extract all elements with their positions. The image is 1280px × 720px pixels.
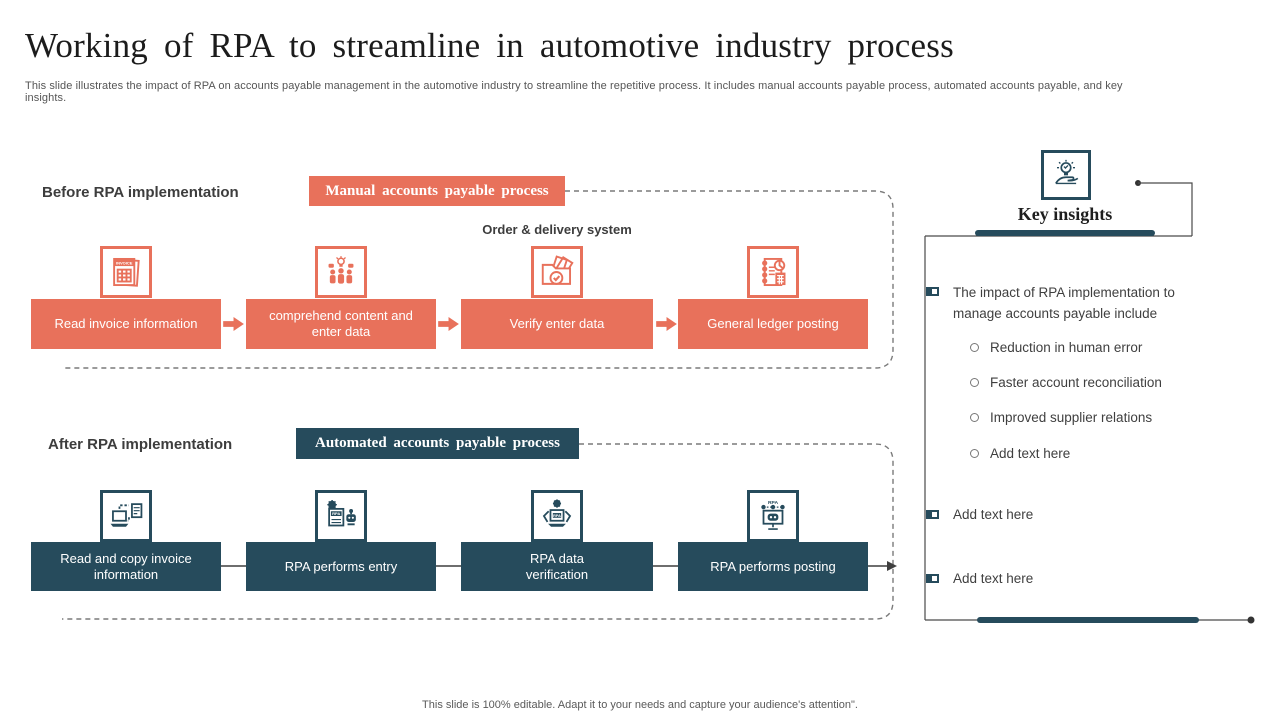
order-delivery-annotation: Order & delivery system [482,222,632,237]
invoice-document-icon: INVOICE [100,246,152,298]
bullet-circle-icon [970,413,979,422]
after-step-4: RPA performs posting [678,542,868,591]
before-step-3-label: Verify enter data [509,316,605,331]
insight-sub-item-2: Faster account reconciliation [990,375,1162,390]
rpa-data-verification-icon: RPA [531,490,583,542]
insight-item-2-placeholder[interactable]: Add text here [953,507,1034,522]
bullet-circle-icon [970,449,979,458]
after-step-2-label: RPA performs entry [284,558,398,574]
insight-item-1: The impact of RPA implementation to mana… [953,285,1175,321]
manual-process-banner: Manual accounts payable process [309,176,565,206]
before-step-4: General ledger posting [678,299,868,349]
key-insights-underline [975,230,1155,236]
arrow-right-icon [223,316,245,337]
svg-text:RPA: RPA [553,514,561,518]
insight-sub-item-3: Improved supplier relations [990,410,1153,425]
bullet-square-icon [926,510,939,519]
idea-hand-bulb-icon [1041,150,1091,200]
automated-process-banner: Automated accounts payable process [296,428,579,459]
before-step-1-label: Read invoice information [54,316,198,331]
rpa-entry-icon: RPA [315,490,367,542]
key-insights-title: Key insights [1017,204,1113,224]
before-step-4-label: General ledger posting [707,316,839,331]
after-step-1: Read and copy invoice information [31,542,221,591]
insight-sub-item-1: Reduction in human error [990,340,1143,355]
slide-description: This slide illustrates the impact of RPA… [25,80,1123,104]
before-step-2-label: comprehend content and enter data [269,308,413,339]
after-step-2: RPA performs entry [246,542,436,591]
laptop-copy-invoice-icon [100,490,152,542]
manual-process-banner-label: Manual accounts payable process [325,182,549,199]
rpa-posting-icon: RPA [747,490,799,542]
bullet-circle-icon [970,378,979,387]
page-title: Working of RPA to streamline in automoti… [25,26,954,65]
before-rpa-label: Before RPA implementation [42,184,239,201]
ledger-calculator-icon [747,246,799,298]
svg-text:RPA: RPA [332,511,340,516]
arrow-right-icon [656,316,678,337]
verify-documents-icon [531,246,583,298]
arrow-right-icon [438,316,460,337]
bullet-circle-icon [970,343,979,352]
svg-text:RPA: RPA [768,500,779,506]
after-step-3-label: RPA data verification [525,550,589,582]
after-rpa-label: After RPA implementation [48,436,233,453]
bullet-square-icon [926,574,939,583]
after-step-3: RPA data verification [461,542,653,591]
before-step-3: Verify enter data [461,299,653,349]
after-step-4-label: RPA performs posting [710,558,836,574]
svg-text:INVOICE: INVOICE [116,260,133,265]
after-step-1-label: Read and copy invoice information [60,550,192,582]
before-step-1: Read invoice information [31,299,221,349]
footer-note: This slide is 100% editable. Adapt it to… [422,699,858,711]
people-discussion-icon [315,246,367,298]
insight-item-3-placeholder[interactable]: Add text here [953,571,1034,586]
before-step-2: comprehend content and enter data [246,299,436,349]
insight-sub-item-4-placeholder[interactable]: Add text here [990,446,1071,461]
automated-process-banner-label: Automated accounts payable process [315,435,560,451]
bullet-square-icon [926,287,939,296]
